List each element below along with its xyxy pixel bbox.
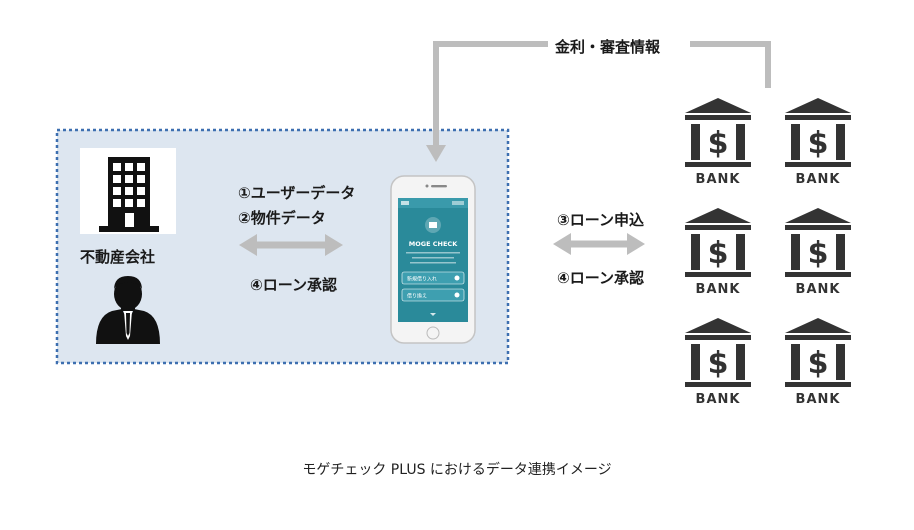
bank-label: BANK xyxy=(696,172,741,187)
building-icon xyxy=(80,148,176,234)
loan-approval-right-label: ④ローン承認 xyxy=(557,269,644,287)
dollar-icon: $ xyxy=(808,346,829,381)
phone-button-new-loan[interactable]: 新規借り入れ xyxy=(401,271,465,285)
bank-grid: $ BANK $ BANK $ BANK $ BANK $ BANK $ BANK xyxy=(685,98,851,407)
caption: モゲチェック PLUS におけるデータ連携イメージ xyxy=(302,462,612,478)
bank-label: BANK xyxy=(696,392,741,407)
svg-text:借り換え: 借り換え xyxy=(407,293,427,300)
bank-label: BANK xyxy=(796,172,841,187)
loan-application-label: ③ローン申込 xyxy=(557,211,644,229)
rate-review-arrow xyxy=(426,41,771,162)
bank-icon: $ BANK xyxy=(685,208,751,297)
person-icon xyxy=(96,276,160,344)
dollar-icon: $ xyxy=(708,126,729,161)
bank-label: BANK xyxy=(796,392,841,407)
phone-button-refinance[interactable]: 借り換え xyxy=(401,288,465,302)
property-data-label: ②物件データ xyxy=(238,209,326,227)
dollar-icon: $ xyxy=(808,126,829,161)
bank-label: BANK xyxy=(696,282,741,297)
bank-icon: $ BANK xyxy=(785,98,851,187)
phone-screen xyxy=(398,198,468,322)
bank-icon: $ BANK xyxy=(685,318,751,407)
rate-review-label: 金利・審査情報 xyxy=(553,36,663,57)
svg-text:新規借り入れ: 新規借り入れ xyxy=(407,276,437,283)
bank-icon: $ BANK xyxy=(685,98,751,187)
loan-approval-left-label: ④ローン承認 xyxy=(250,276,337,294)
dollar-icon: $ xyxy=(708,346,729,381)
user-data-label: ①ユーザーデータ xyxy=(238,184,356,202)
bank-icon: $ BANK xyxy=(785,208,851,297)
bank-label: BANK xyxy=(796,282,841,297)
app-logo-icon xyxy=(429,222,437,228)
double-arrow-left xyxy=(239,234,343,256)
dollar-icon: $ xyxy=(808,236,829,271)
bank-icon: $ BANK xyxy=(785,318,851,407)
phone-mockup: MOGE CHECK 新規借り入れ 借り換え xyxy=(390,175,476,344)
dollar-icon: $ xyxy=(708,236,729,271)
double-arrow-right xyxy=(553,233,645,255)
realtor-label: 不動産会社 xyxy=(80,248,156,266)
phone-app-name: MOGE CHECK xyxy=(409,240,458,248)
